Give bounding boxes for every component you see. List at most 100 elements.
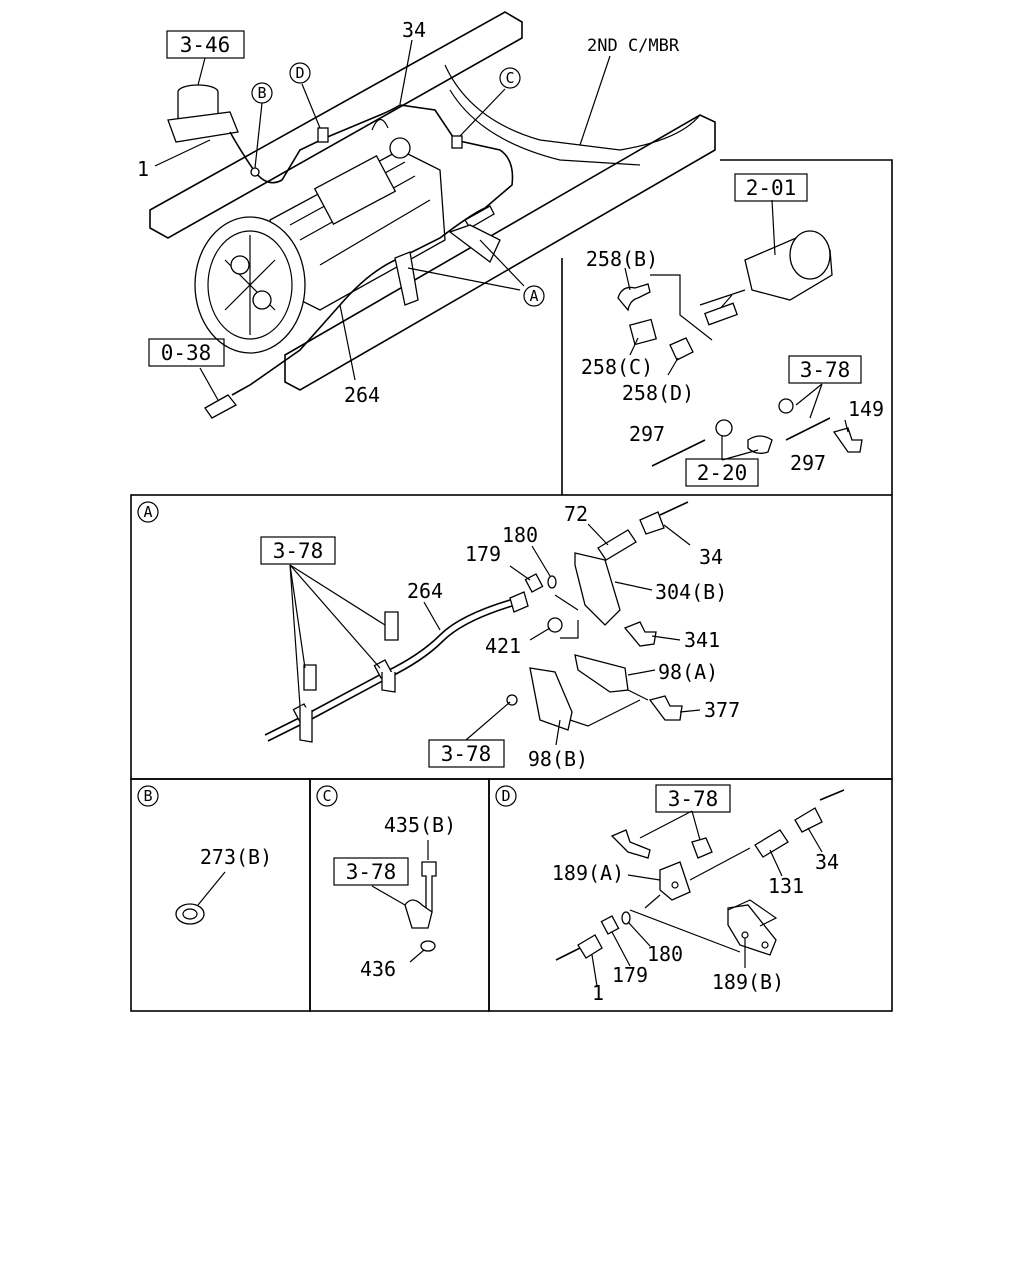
svg-text:C: C bbox=[505, 69, 514, 87]
bracket-98b bbox=[529, 667, 573, 731]
ref-0-38: 0-38 bbox=[161, 341, 212, 365]
clip-c bbox=[404, 899, 433, 929]
label-341: 341 bbox=[684, 628, 720, 652]
svg-text:D: D bbox=[295, 64, 304, 82]
section-d-badge: D bbox=[501, 787, 510, 805]
ref-3-78-d: 3-78 bbox=[668, 787, 719, 811]
label-189a: 189(A) bbox=[552, 861, 624, 885]
section-d-frame bbox=[488, 778, 893, 1012]
fitting-b bbox=[250, 167, 260, 177]
ref-box-3-46 bbox=[166, 30, 245, 59]
ref-3-78-a-bottom: 3-78 bbox=[441, 742, 492, 766]
label-436: 436 bbox=[360, 957, 396, 981]
nut-d bbox=[691, 837, 713, 859]
bolt-149 bbox=[832, 427, 863, 453]
label-1-d: 1 bbox=[592, 981, 604, 1005]
ref-box-2-20 bbox=[685, 458, 759, 487]
ref-box-3-78-a-top bbox=[260, 536, 336, 565]
washer-180-d bbox=[621, 911, 631, 925]
label-180-d: 180 bbox=[647, 942, 683, 966]
clip-bolt-1 bbox=[303, 664, 317, 691]
label-258c: 258(C) bbox=[581, 355, 653, 379]
hose-end-fitting bbox=[204, 394, 237, 419]
label-98b: 98(B) bbox=[528, 747, 588, 771]
label-179-d: 179 bbox=[612, 963, 648, 987]
bolt-435b bbox=[421, 861, 437, 913]
label-1-top: 1 bbox=[137, 157, 149, 181]
section-c-badge: C bbox=[322, 787, 331, 805]
section-b-frame bbox=[130, 778, 311, 1012]
label-131: 131 bbox=[768, 874, 804, 898]
label-179-a: 179 bbox=[465, 542, 501, 566]
callout-a-top bbox=[523, 285, 545, 307]
overview-drawing: 3-46 34 2ND C/MBR D B C A 1 0-38 264 bbox=[137, 11, 716, 419]
rod-297-left bbox=[651, 439, 706, 467]
clip-bolt-2 bbox=[384, 611, 399, 641]
label-34-d: 34 bbox=[815, 850, 839, 874]
section-b: B 273(B) bbox=[130, 778, 311, 1012]
fitting-d bbox=[317, 127, 329, 143]
section-c: C 435(B) 3-78 436 bbox=[309, 778, 490, 1012]
label-304b: 304(B) bbox=[655, 580, 727, 604]
hose-end-1 bbox=[577, 934, 603, 959]
label-297-right: 297 bbox=[790, 451, 826, 475]
label-98a: 98(A) bbox=[658, 660, 718, 684]
ref-box-3-78-clutch bbox=[788, 355, 862, 384]
nut-421 bbox=[547, 617, 563, 633]
section-d: D 3-78 189(A) 131 34 180 bbox=[488, 778, 893, 1012]
label-189b: 189(B) bbox=[712, 970, 784, 994]
ref-box-2-01 bbox=[734, 173, 808, 202]
nut-179-d bbox=[600, 915, 620, 935]
label-180-a: 180 bbox=[502, 523, 538, 547]
air-dryer bbox=[167, 84, 239, 143]
ref-box-3-78-c bbox=[333, 857, 409, 886]
ref-box-3-78-a-bottom bbox=[428, 739, 505, 768]
clutch-servo-panel: 2-01 258(B) 258(C) 258(D) 3-78 149 297 2… bbox=[561, 159, 893, 495]
transmission-top-cover bbox=[313, 155, 397, 225]
bolt-d bbox=[610, 829, 651, 859]
cross-member-lower bbox=[449, 89, 641, 166]
nipple-258d bbox=[669, 337, 694, 361]
connector-258c bbox=[628, 318, 658, 346]
hose-end-34-d bbox=[794, 807, 823, 833]
frame-rail-upper bbox=[149, 11, 523, 239]
washer-180 bbox=[547, 575, 557, 589]
ref-2-20: 2-20 bbox=[697, 461, 748, 485]
label-34-a: 34 bbox=[699, 545, 723, 569]
callout-d-top bbox=[289, 62, 311, 84]
nut-436 bbox=[420, 940, 436, 952]
grommet-273b bbox=[175, 903, 205, 925]
bracket-189a bbox=[659, 861, 691, 901]
label-258d: 258(D) bbox=[622, 381, 694, 405]
section-a: A bbox=[130, 494, 893, 780]
label-421: 421 bbox=[485, 634, 521, 658]
ref-3-78-c: 3-78 bbox=[346, 860, 397, 884]
bracket-304b bbox=[574, 552, 621, 626]
hose-264-detail bbox=[264, 599, 511, 736]
bracket-98a bbox=[574, 654, 629, 693]
section-a-badge: A bbox=[143, 503, 152, 521]
rod-297-right bbox=[785, 417, 831, 441]
ref-box-3-78-d bbox=[655, 784, 731, 813]
label-273b: 273(B) bbox=[200, 845, 272, 869]
label-264-a: 264 bbox=[407, 579, 443, 603]
label-2nd-cmbr: 2ND C/MBR bbox=[587, 36, 680, 56]
connector-72 bbox=[597, 529, 637, 561]
fitting-c bbox=[451, 135, 463, 149]
ref-2-01: 2-01 bbox=[746, 176, 797, 200]
nut-179 bbox=[524, 573, 544, 593]
ref-3-78-a-top: 3-78 bbox=[273, 539, 324, 563]
cross-member bbox=[444, 64, 701, 151]
pipe-34 bbox=[229, 104, 514, 209]
label-72: 72 bbox=[564, 502, 588, 526]
label-435b: 435(B) bbox=[384, 813, 456, 837]
bolt-341 bbox=[623, 621, 657, 647]
shift-tower bbox=[389, 137, 411, 159]
label-297-left: 297 bbox=[629, 422, 665, 446]
ref-box-0-38 bbox=[148, 338, 225, 367]
label-264-top: 264 bbox=[344, 383, 380, 407]
hose-end-34 bbox=[639, 511, 665, 535]
svg-text:B: B bbox=[257, 84, 266, 102]
label-377: 377 bbox=[704, 698, 740, 722]
